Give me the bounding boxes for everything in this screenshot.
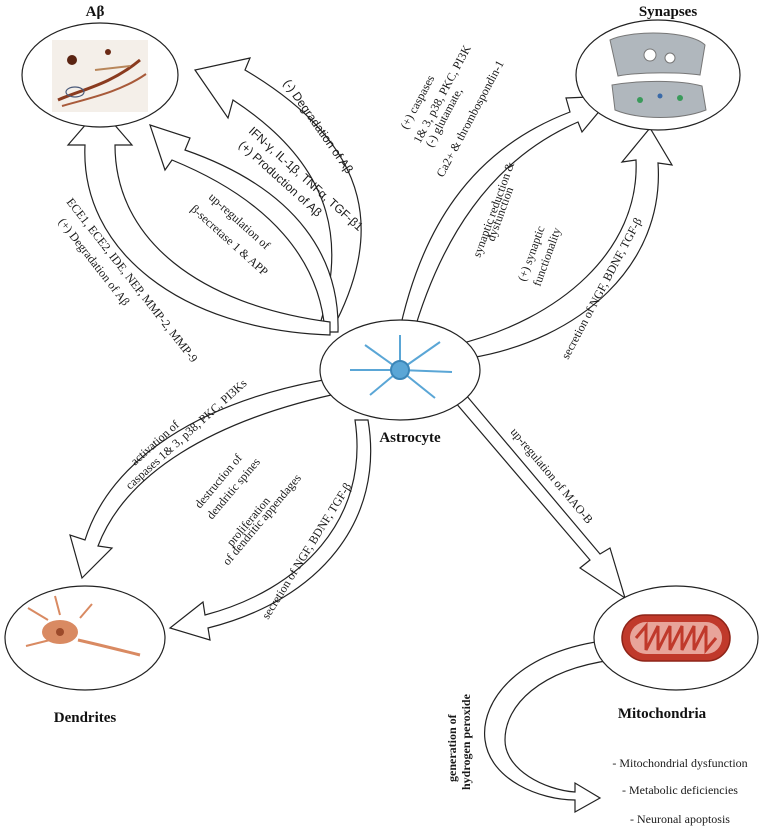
label-synapse-secretion: secretion of NGF, BDNF, TGF-β [558,215,645,361]
abeta-title: Aβ [86,4,105,20]
arrow-synapse-caspases [397,95,614,339]
arrow-dendrite-secretion [168,419,372,641]
mitochondria-title: Mitochondria [618,706,707,722]
arrow-dendrite-activation [69,377,347,580]
astrocyte-title: Astrocyte [379,430,441,446]
arrow-synapse-secretion [453,126,674,359]
outcome-metabolic-deficiencies: - Metabolic deficiencies [622,783,738,797]
neuron-image [25,595,141,657]
label-h2o2-2: hydrogen peroxide [459,693,473,790]
outcome-mitochondrial-dysfunction: - Mitochondrial dysfunction [612,756,747,770]
arrow-mao-b [454,394,627,600]
astrocyte-cell-icon [350,335,453,399]
dendrites-title: Dendrites [54,710,117,726]
synapses-title: Synapses [639,4,698,20]
mitochondrion-image [621,614,731,662]
arrow-degradation [193,57,362,331]
arrow-production [149,124,339,333]
outcome-neuronal-apoptosis: - Neuronal apoptosis [630,812,730,826]
synapse-image [609,32,707,118]
abeta-stain-image [52,40,148,112]
label-h2o2-1: generation of [445,713,459,782]
dendrites-node [4,585,166,691]
arrow-hydrogen-peroxide [484,639,613,814]
